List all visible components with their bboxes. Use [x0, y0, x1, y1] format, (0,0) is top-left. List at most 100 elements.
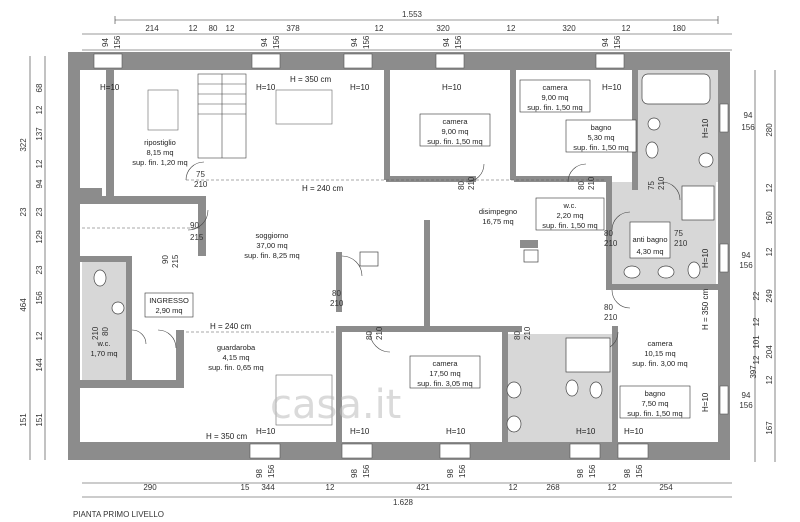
room-soggiorno: soggiorno 37,00 mq sup. fin. 8,25 mq: [244, 231, 299, 260]
door-label: 215: [171, 254, 180, 268]
dim-label: 151: [19, 413, 28, 427]
dim-label: 156: [613, 35, 622, 49]
room-area: 10,15 mq: [644, 349, 675, 358]
dim-label: 23: [35, 265, 44, 274]
dim-label: 249: [765, 289, 774, 303]
bottom-dimensions: [82, 482, 732, 498]
dim-label: 12: [35, 331, 44, 340]
room-area: 8,15 mq: [146, 148, 173, 157]
door-labels: 75 210 90 215 90 215 80 210 80 210 80 21…: [91, 170, 688, 340]
dim-label: 320: [562, 24, 576, 33]
dim-label: 15: [241, 483, 250, 492]
dim-label: 98: [623, 469, 632, 478]
door-label: 80: [513, 331, 522, 340]
height-label: H=10: [100, 83, 120, 92]
door-label: 210: [604, 313, 618, 322]
room-name: camera: [442, 117, 468, 126]
room-area: 9,00 mq: [441, 127, 468, 136]
dim-label: 156: [741, 123, 755, 132]
room-area: 2,20 mq: [556, 211, 583, 220]
door-label: 215: [190, 233, 204, 242]
shower-icon: [565, 185, 715, 373]
dim-label: 254: [659, 483, 673, 492]
dim-label: 94: [442, 38, 451, 47]
right-outer-dims: 280 12 160 12 249 204 12 397 167: [749, 123, 774, 435]
dim-label: 12: [35, 105, 44, 114]
height-label: H=10: [256, 427, 276, 436]
dim-label: 12: [752, 317, 761, 326]
door-label: 80: [457, 181, 466, 190]
staircase: [197, 73, 247, 159]
bottom-total-dim: 1.628: [393, 498, 414, 507]
height-label: H=10: [701, 118, 710, 138]
room-area: 1,70 mq: [90, 349, 117, 358]
window-openings: [93, 53, 729, 459]
dim-label: 204: [765, 345, 774, 359]
left-outer-dims: 322 23 464 151: [19, 138, 28, 427]
door-label: 90: [190, 221, 199, 230]
door-swings: [131, 161, 681, 353]
left-inner-dims: 68 12 137 12 94 23 129 23 156 12 144 151: [35, 83, 44, 427]
room-area: 17,50 mq: [429, 369, 460, 378]
wet-rooms: [82, 70, 718, 442]
watermark: casa.it: [270, 382, 401, 428]
dim-label: 156: [739, 401, 753, 410]
room-name: disimpegno: [479, 207, 517, 216]
height-label: H=10: [576, 427, 596, 436]
duct-box: [359, 249, 539, 267]
room-window-area: sup. fin. 1,50 mq: [427, 137, 482, 146]
door-label: 75: [647, 181, 656, 190]
room-window-area: sup. fin. 1,20 mq: [132, 158, 187, 167]
room-name: soggiorno: [256, 231, 289, 240]
door-label: 80: [604, 229, 613, 238]
door-label: 90: [161, 255, 170, 264]
room-camera-3: camera 17,50 mq sup. fin. 3,05 mq: [409, 355, 481, 389]
dim-label: 94: [101, 38, 110, 47]
dim-label: 12: [752, 355, 761, 364]
dim-label: 344: [261, 483, 275, 492]
bottom-window-dims: 98 156 98 156 98 156 98 156 98 156: [255, 464, 644, 478]
skylights: [147, 89, 333, 426]
plan-title: PIANTA PRIMO LIVELLO: [73, 510, 164, 519]
dim-label: 156: [458, 464, 467, 478]
top-total-dim: 1.553: [402, 10, 423, 19]
dim-label: 322: [19, 138, 28, 152]
room-area: 2,90 mq: [155, 306, 182, 315]
room-window-area: sup. fin. 8,25 mq: [244, 251, 299, 260]
dim-label: 156: [635, 464, 644, 478]
dim-label: 280: [765, 123, 774, 137]
room-area: 5,30 mq: [587, 133, 614, 142]
dim-label: 156: [35, 291, 44, 305]
height-labels: H=10 H=10 H = 350 cm H=10 H=10 H=10 H = …: [100, 75, 710, 441]
room-window-area: sup. fin. 3,00 mq: [632, 359, 687, 368]
room-name: camera: [432, 359, 458, 368]
dim-label: 12: [226, 24, 235, 33]
room-name: camera: [647, 339, 673, 348]
dim-label: 12: [326, 483, 335, 492]
dim-label: 23: [19, 207, 28, 216]
bottom-row2-dims: 344 421 268 254: [261, 483, 673, 492]
door-label: 210: [330, 299, 344, 308]
dim-label: 151: [35, 413, 44, 427]
dim-label: 167: [765, 421, 774, 435]
dim-label: 268: [546, 483, 560, 492]
dim-label: 98: [446, 469, 455, 478]
height-label: H=10: [701, 392, 710, 412]
room-guardaroba: guardaroba 4,15 mq sup. fin. 0,65 mq: [208, 343, 263, 372]
room-name: ripostiglio: [144, 138, 176, 147]
dim-label: 156: [454, 35, 463, 49]
room-name: guardaroba: [217, 343, 256, 352]
room-name: bagno: [591, 123, 612, 132]
dim-label: 12: [189, 24, 198, 33]
top-dimensions: [82, 16, 732, 51]
outer-walls: [68, 52, 730, 460]
dim-label: 156: [362, 35, 371, 49]
height-label: H = 350 cm: [701, 289, 710, 330]
dim-label: 129: [35, 230, 44, 244]
room-window-area: sup. fin. 3,05 mq: [417, 379, 472, 388]
door-label: 75: [196, 170, 205, 179]
dim-label: 156: [739, 261, 753, 270]
dim-label: 12: [622, 24, 631, 33]
dim-label: 98: [350, 469, 359, 478]
